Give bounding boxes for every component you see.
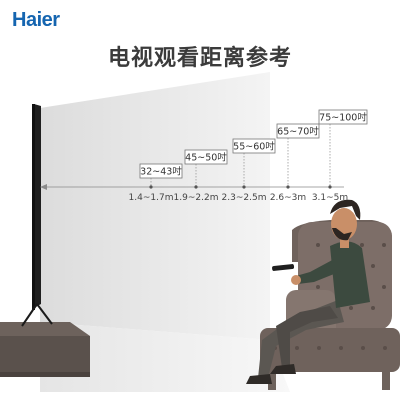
axis-point [328,185,332,189]
axis-arrow [40,184,47,190]
floor-beam [40,322,290,392]
tv-size-label: 45~50吋 [185,153,227,164]
tv-size-box [232,138,276,154]
distance-label: 1.4~1.7m [129,193,174,203]
distance-markers: 32~43吋 1.4~1.7m 45~50吋 1.9~2.2m 55~60吋 2.3~2.… [129,109,368,203]
tv-size-label: 55~60吋 [233,142,275,153]
person [246,199,370,384]
tv-size-box [276,123,320,139]
tv-size-label: 65~70吋 [277,127,319,138]
axis-point [286,185,290,189]
page-title: 电视观看距离参考 [107,46,292,71]
tv-size-label: 32~43吋 [140,167,182,178]
axis-point [242,185,246,189]
tv [21,104,53,327]
distance-label: 2.6~3m [270,193,306,203]
viewing-beam [40,72,270,340]
tv-size-box [318,109,368,125]
axis-point [194,185,198,189]
tv-stand [0,322,90,377]
tv-size-box [184,149,228,165]
tv-size-box [139,163,183,179]
distance-label: 2.3~2.5m [222,193,267,203]
haier-logo: Haier [12,9,60,31]
axis-point [149,185,153,189]
tv-size-label: 75~100吋 [319,113,367,124]
distance-label: 3.1~5m [312,193,348,203]
distance-label: 1.9~2.2m [174,193,219,203]
